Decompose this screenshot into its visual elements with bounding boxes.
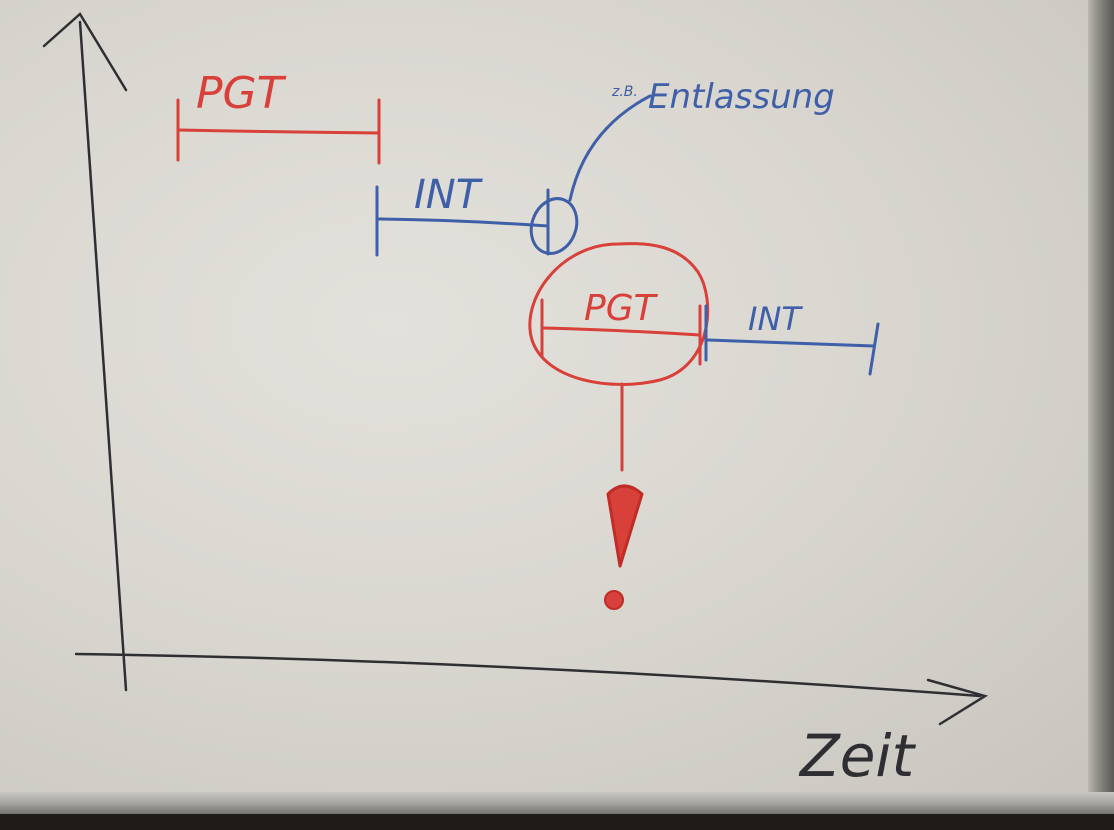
whiteboard-surface xyxy=(0,0,1114,808)
x-axis-label-zeit: Zeit xyxy=(798,722,917,790)
exclamation-mark-icon xyxy=(604,484,644,610)
pgt-top-label: PGT xyxy=(196,68,287,119)
pgt-circled-label: PGT xyxy=(584,288,659,329)
pgt-top-interval xyxy=(176,98,381,165)
axes xyxy=(42,12,989,726)
y-axis-line xyxy=(78,20,128,692)
background-below-board xyxy=(0,814,1114,830)
whiteboard-frame-right xyxy=(1088,0,1114,808)
whiteboard-marker-tray xyxy=(0,792,1114,814)
int-top-label: INT xyxy=(414,172,484,218)
y-axis-arrow-icon xyxy=(42,12,128,92)
int-right-label: INT xyxy=(748,300,803,338)
annotation-entlassung: Entlassung xyxy=(648,77,835,117)
annotation-prefix: z.B. xyxy=(611,84,638,100)
axis-arrow-icon xyxy=(926,678,989,726)
entlassung-circle xyxy=(529,197,579,255)
x-axis-line xyxy=(74,652,982,698)
int-top-interval xyxy=(375,94,652,257)
annotation-leader-line xyxy=(568,94,652,202)
pgt-highlight-circle xyxy=(528,242,710,386)
int-right-interval xyxy=(704,304,880,376)
pgt-circled-interval xyxy=(528,242,710,472)
